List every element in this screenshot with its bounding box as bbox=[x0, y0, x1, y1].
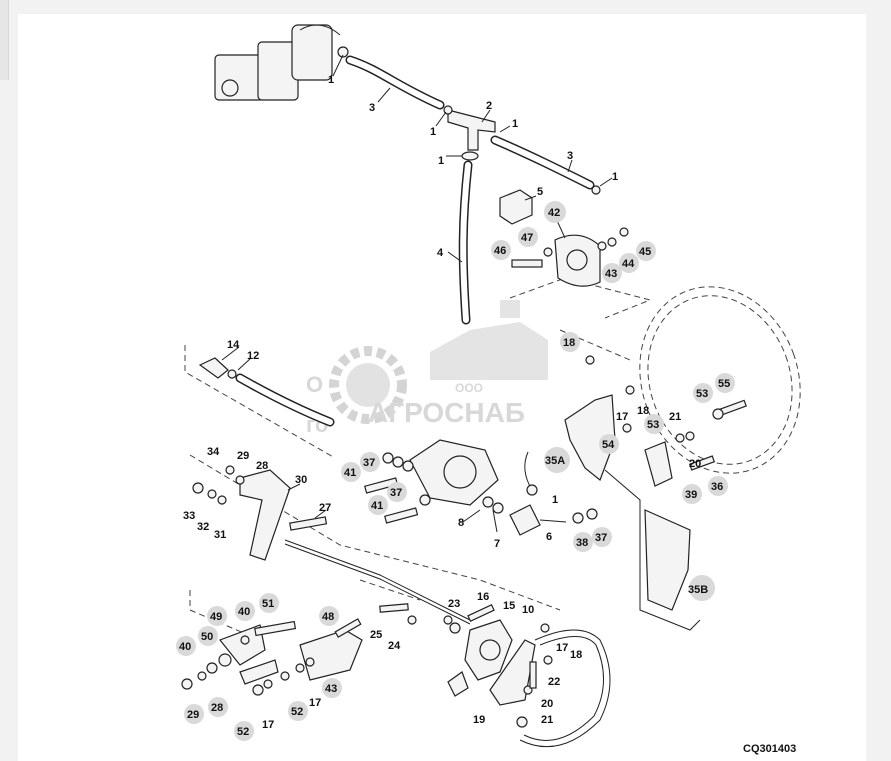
label-44: 44 bbox=[622, 258, 635, 270]
label-20: 20 bbox=[689, 458, 701, 470]
label-3: 3 bbox=[567, 150, 573, 162]
label-5: 5 bbox=[537, 186, 543, 198]
label-34: 34 bbox=[207, 446, 220, 458]
label-42: 42 bbox=[548, 207, 560, 219]
label-37: 37 bbox=[363, 457, 375, 469]
label-40: 40 bbox=[238, 606, 250, 618]
label-49: 49 bbox=[210, 611, 222, 623]
label-29: 29 bbox=[187, 709, 199, 721]
watermark-brand: АГРОСНАБ bbox=[368, 397, 525, 428]
label-4: 4 bbox=[437, 247, 444, 259]
label-1: 1 bbox=[552, 494, 558, 506]
group-outlines bbox=[184, 277, 801, 641]
label-30: 30 bbox=[295, 474, 307, 486]
label-43: 43 bbox=[325, 683, 337, 695]
label-24: 24 bbox=[388, 640, 401, 652]
diagram-code: CQ301403 bbox=[743, 743, 796, 755]
label-1: 1 bbox=[612, 171, 618, 183]
label-35a: 35A bbox=[545, 455, 565, 467]
pedal-group bbox=[181, 618, 363, 696]
label-15: 15 bbox=[503, 600, 515, 612]
label-17: 17 bbox=[556, 642, 568, 654]
label-6: 6 bbox=[546, 531, 552, 543]
label-41: 41 bbox=[371, 500, 383, 512]
label-8: 8 bbox=[458, 517, 464, 529]
label-3: 3 bbox=[369, 102, 375, 114]
label-17: 17 bbox=[616, 411, 628, 423]
label-16: 16 bbox=[477, 591, 489, 603]
label-1: 1 bbox=[430, 126, 436, 138]
label-17: 17 bbox=[309, 697, 321, 709]
label-31: 31 bbox=[214, 529, 226, 541]
mid-left-hose bbox=[198, 357, 335, 427]
label-53: 53 bbox=[696, 388, 708, 400]
label-1: 1 bbox=[512, 118, 518, 130]
watermark-logo: ООО АГРОСНАБ О го bbox=[306, 300, 548, 437]
label-25: 25 bbox=[370, 629, 382, 641]
watermark-prefix: ООО bbox=[455, 381, 483, 395]
label-2: 2 bbox=[486, 100, 492, 112]
label-18: 18 bbox=[563, 337, 575, 349]
label-17: 17 bbox=[262, 719, 274, 731]
label-33: 33 bbox=[183, 510, 195, 522]
left-bracket bbox=[192, 465, 471, 625]
label-52: 52 bbox=[237, 726, 249, 738]
label-48: 48 bbox=[322, 611, 334, 623]
label-14: 14 bbox=[227, 339, 240, 351]
hydraulic-pump bbox=[214, 24, 349, 101]
lower-lever bbox=[379, 603, 611, 748]
label-46: 46 bbox=[494, 245, 506, 257]
label-37: 37 bbox=[595, 532, 607, 544]
label-19: 19 bbox=[473, 714, 485, 726]
label-23: 23 bbox=[448, 598, 460, 610]
label-45: 45 bbox=[639, 246, 651, 258]
label-27: 27 bbox=[319, 502, 331, 514]
watermark-fragment-1: О bbox=[306, 372, 323, 397]
label-18: 18 bbox=[570, 649, 582, 661]
label-1: 1 bbox=[328, 74, 334, 86]
label-20: 20 bbox=[541, 698, 553, 710]
label-38: 38 bbox=[576, 537, 588, 549]
label-32: 32 bbox=[197, 521, 209, 533]
label-41: 41 bbox=[344, 467, 356, 479]
label-53: 53 bbox=[647, 419, 659, 431]
label-40: 40 bbox=[179, 641, 191, 653]
label-55: 55 bbox=[718, 378, 730, 390]
label-54: 54 bbox=[602, 439, 615, 451]
label-22: 22 bbox=[548, 676, 560, 688]
label-50: 50 bbox=[201, 631, 213, 643]
label-51: 51 bbox=[262, 598, 274, 610]
callout-badges bbox=[176, 201, 735, 741]
label-29: 29 bbox=[237, 450, 249, 462]
label-7: 7 bbox=[494, 538, 500, 550]
label-39: 39 bbox=[685, 489, 697, 501]
control-valve bbox=[364, 439, 541, 536]
bracket-35 bbox=[564, 355, 747, 631]
label-1: 1 bbox=[438, 155, 444, 167]
label-35b: 35B bbox=[688, 584, 708, 596]
label-52: 52 bbox=[291, 706, 303, 718]
label-28: 28 bbox=[256, 460, 268, 472]
label-12: 12 bbox=[247, 350, 259, 362]
mount-block bbox=[499, 189, 629, 287]
label-10: 10 bbox=[522, 604, 534, 616]
label-43: 43 bbox=[605, 268, 617, 280]
left-panel-edge bbox=[0, 0, 9, 80]
label-47: 47 bbox=[521, 232, 533, 244]
label-21: 21 bbox=[669, 411, 681, 423]
part-labels: 1 3 1 2 1 1 3 1 5 42 47 46 4 43 44 45 14… bbox=[179, 74, 796, 755]
label-18: 18 bbox=[637, 405, 649, 417]
label-37: 37 bbox=[390, 487, 402, 499]
label-28: 28 bbox=[211, 702, 223, 714]
label-21: 21 bbox=[541, 714, 553, 726]
label-36: 36 bbox=[711, 481, 723, 493]
